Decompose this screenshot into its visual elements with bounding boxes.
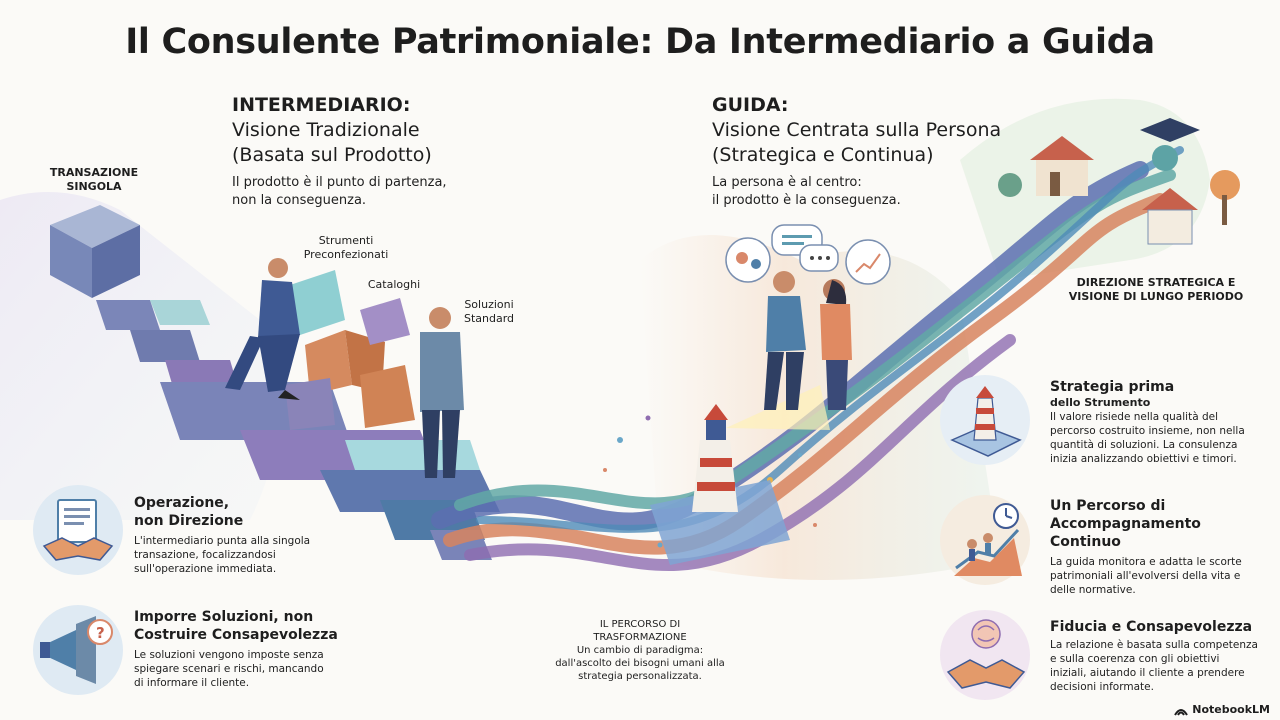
- climb-clock-icon: [954, 503, 1022, 576]
- label-strumenti-line-1: Strumenti: [318, 234, 374, 247]
- label-strumenti-preconfezionati: Strumenti Preconfezionati: [300, 234, 392, 262]
- center-label-2: TRASFORMAZIONE: [593, 632, 687, 643]
- label-transazione-line-1: TRANSAZIONE: [49, 166, 139, 179]
- lighthouse-illustration: [650, 385, 830, 565]
- left-point2-text-1: Le soluzioni vengono imposte senza: [134, 649, 324, 661]
- guide-and-client-figures: [764, 271, 852, 410]
- label-transazione-line-2: SINGOLA: [66, 180, 122, 193]
- left-point2-title-1: Imporre Soluzioni, non: [134, 609, 314, 625]
- label-soluzioni-line-1: Soluzioni: [464, 298, 514, 311]
- center-caption: IL PERCORSO DI TRASFORMAZIONE Un cambio …: [540, 618, 740, 683]
- right-point1-text-2: percorso costruito insieme, non nella: [1050, 425, 1245, 437]
- left-subheading-1: Visione Tradizionale: [232, 119, 420, 141]
- right-desc-line-1: La persona è al centro:: [712, 175, 862, 190]
- left-point1-text-3: sull'operazione immediata.: [134, 563, 277, 575]
- center-label-1: IL PERCORSO DI: [599, 619, 681, 630]
- notebooklm-logo-text: NotebookLM: [1192, 703, 1270, 716]
- intermediary-figure-left: [225, 258, 300, 400]
- right-point3-text-4: decisioni informate.: [1050, 681, 1154, 693]
- center-text-1: Un cambio di paradigma:: [576, 645, 704, 656]
- right-point1-text-3: quantità di soluzioni. La consulenza: [1050, 439, 1238, 451]
- right-point3-text-3: iniziali, aiutando il cliente a prendere: [1050, 667, 1245, 679]
- left-subheading-2: (Basata sul Prodotto): [232, 144, 432, 166]
- right-point1-title-2: dello Strumento: [1050, 396, 1151, 409]
- megaphone-icon: ?: [40, 616, 113, 684]
- center-text-3: strategia personalizzata.: [578, 671, 702, 682]
- label-soluzioni-line-2: Standard: [463, 312, 515, 325]
- right-point1-text-1: Il valore risiede nella qualità del: [1050, 411, 1219, 423]
- right-point1-text-4: inizia analizzando obiettivi e timori.: [1050, 453, 1237, 465]
- left-point1-text-1: L'intermediario punta alla singola: [134, 535, 311, 547]
- right-point2-title-3: Continuo: [1050, 534, 1121, 550]
- left-point2-text-2: spiegare scenari e rischi, mancando: [134, 663, 324, 675]
- right-point3-title-1: Fiducia e Consapevolezza: [1050, 619, 1253, 635]
- speech-bubbles: [725, 224, 891, 285]
- life-goals-illustration: [998, 118, 1240, 245]
- page-title: Il Consulente Patrimoniale: Da Intermedi…: [125, 22, 1155, 62]
- left-point-operazione: Operazione, non Direzione L'intermediari…: [134, 494, 334, 576]
- left-desc-line-2: non la conseguenza.: [232, 193, 367, 208]
- right-point1-title-1: Strategia prima: [1050, 379, 1175, 395]
- right-heading: GUIDA:: [712, 94, 789, 116]
- right-section-heading: GUIDA: Visione Centrata sulla Persona (S…: [712, 93, 1001, 168]
- label-direzione-strategica: DIREZIONE STRATEGICA E VISIONE DI LUNGO …: [1066, 276, 1246, 304]
- right-subheading-2: (Strategica e Continua): [712, 144, 934, 166]
- right-point2-text-3: delle normative.: [1050, 584, 1136, 596]
- notebooklm-logo-icon: [1174, 708, 1189, 716]
- product-boxes: [285, 270, 415, 430]
- right-point3-text-1: La relazione è basata sulla competenza: [1050, 639, 1258, 651]
- right-point2-text-1: La guida monitora e adatta le scorte: [1050, 556, 1242, 568]
- right-description: La persona è al centro: il prodotto è la…: [712, 174, 901, 210]
- label-direzione-line-2: VISIONE DI LUNGO PERIODO: [1068, 290, 1244, 303]
- svg-text:?: ?: [96, 624, 105, 642]
- contract-handshake-icon: [42, 499, 114, 561]
- left-point1-title-1: Operazione,: [134, 495, 230, 511]
- single-box-illustration: [50, 205, 140, 298]
- left-point2-title-2: Costruire Consapevolezza: [134, 627, 338, 643]
- label-cataloghi: Cataloghi: [367, 278, 421, 291]
- label-soluzioni-standard: Soluzioni Standard: [456, 298, 522, 326]
- left-point1-title-2: non Direzione: [134, 513, 244, 529]
- right-point2-title-1: Un Percorso di: [1050, 498, 1166, 514]
- right-point2-text-2: patrimoniali all'evolversi della vita e: [1050, 570, 1241, 582]
- right-point-percorso: Un Percorso di Accompagnamento Continuo …: [1050, 497, 1272, 597]
- right-point2-title-2: Accompagnamento: [1050, 516, 1201, 532]
- left-heading: INTERMEDIARIO:: [232, 94, 411, 116]
- label-direzione-line-1: DIREZIONE STRATEGICA E: [1076, 276, 1236, 289]
- right-point-fiducia: Fiducia e Consapevolezza La relazione è …: [1050, 618, 1272, 694]
- center-text-2: dall'ascolto dei bisogni umani alla: [555, 658, 725, 669]
- left-point-imporre: Imporre Soluzioni, non Costruire Consape…: [134, 608, 354, 690]
- right-point-strategia: Strategia prima dello Strumento Il valor…: [1050, 378, 1272, 466]
- left-section-heading: INTERMEDIARIO: Visione Tradizionale (Bas…: [232, 93, 432, 168]
- left-point1-text-2: transazione, focalizzandosi: [134, 549, 276, 561]
- notebooklm-logo: NotebookLM: [1174, 703, 1270, 716]
- label-transazione-singola: TRANSAZIONE SINGOLA: [36, 166, 152, 194]
- brain-handshake-icon: [946, 619, 1026, 689]
- left-point2-text-3: di informare il cliente.: [134, 677, 250, 689]
- left-desc-line-1: Il prodotto è il punto di partenza,: [232, 175, 447, 190]
- label-strumenti-line-2: Preconfezionati: [303, 248, 389, 261]
- lighthouse-map-icon: [950, 386, 1022, 457]
- right-desc-line-2: il prodotto è la conseguenza.: [712, 193, 901, 208]
- intermediary-figure-right: [420, 307, 464, 478]
- right-subheading-1: Visione Centrata sulla Persona: [712, 119, 1002, 141]
- right-point3-text-2: e sulla coerenza con gli obiettivi: [1050, 653, 1220, 665]
- left-description: Il prodotto è il punto di partenza, non …: [232, 174, 447, 210]
